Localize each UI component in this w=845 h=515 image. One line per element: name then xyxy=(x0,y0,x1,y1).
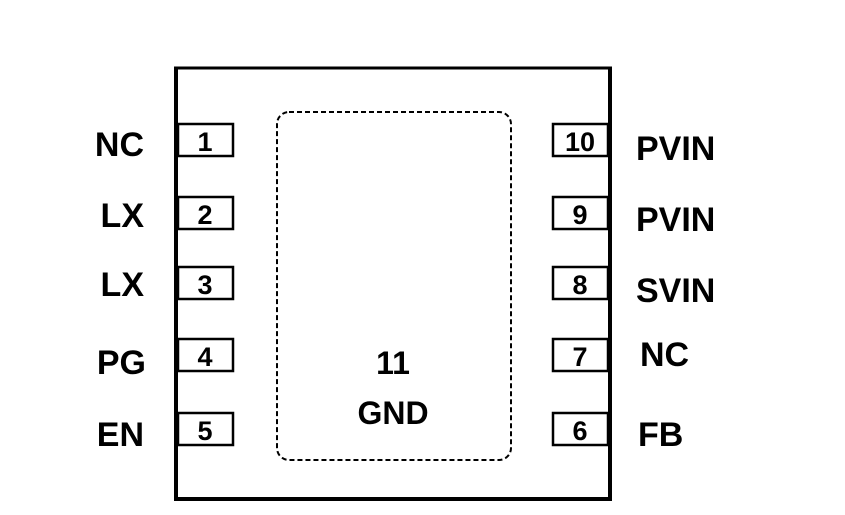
left-pin-5: 5 EN xyxy=(97,411,235,454)
pin-number: 7 xyxy=(572,342,587,372)
thermal-pad: 11 GND xyxy=(276,111,512,461)
left-pin-1: 1 NC xyxy=(95,122,235,164)
pin-pad xyxy=(176,337,235,373)
pin-pad xyxy=(176,411,235,447)
thermal-pad-outline xyxy=(276,111,512,461)
pin-pad xyxy=(551,265,610,301)
pin-pad xyxy=(551,337,610,373)
left-pin-2: 2 LX xyxy=(101,195,235,235)
pin-name: SVIN xyxy=(636,272,715,310)
left-pin-3: 3 LX xyxy=(101,265,235,304)
pin-number: 2 xyxy=(197,200,212,230)
pin-pad xyxy=(176,265,235,301)
right-pin-7: 7 NC xyxy=(551,336,689,374)
pin-number: 5 xyxy=(197,416,212,446)
pin-name: PVIN xyxy=(636,201,715,239)
pin-name: LX xyxy=(101,197,145,235)
pin-pad xyxy=(551,122,610,158)
right-pin-9: 9 PVIN xyxy=(551,195,715,239)
pin-pad xyxy=(176,122,235,158)
pin-number: 3 xyxy=(197,270,212,300)
pin-name: PVIN xyxy=(636,130,715,168)
pin-number: 4 xyxy=(197,342,212,372)
right-pin-10: 10 PVIN xyxy=(551,122,715,168)
pin-name: NC xyxy=(95,126,144,164)
pin-number: 9 xyxy=(572,200,587,230)
pin-pad xyxy=(176,195,235,231)
left-pin-4: 4 PG xyxy=(97,337,235,382)
package-body xyxy=(174,66,612,501)
pin-pad xyxy=(551,411,610,447)
pin-name: FB xyxy=(638,416,683,454)
pin-name: NC xyxy=(640,336,689,374)
pin-number: 6 xyxy=(572,416,587,446)
pin-name: PG xyxy=(97,344,146,382)
right-pin-6: 6 FB xyxy=(551,411,683,454)
right-pin-8: 8 SVIN xyxy=(551,265,715,310)
thermal-pad-name: GND xyxy=(357,395,428,431)
pin-name: LX xyxy=(101,266,145,304)
pin-pad xyxy=(551,195,610,231)
pin-number: 8 xyxy=(572,270,587,300)
pin-number: 10 xyxy=(565,127,595,157)
thermal-pad-number: 11 xyxy=(376,345,410,381)
pin-name: EN xyxy=(97,416,144,454)
pin-number: 1 xyxy=(197,127,212,157)
